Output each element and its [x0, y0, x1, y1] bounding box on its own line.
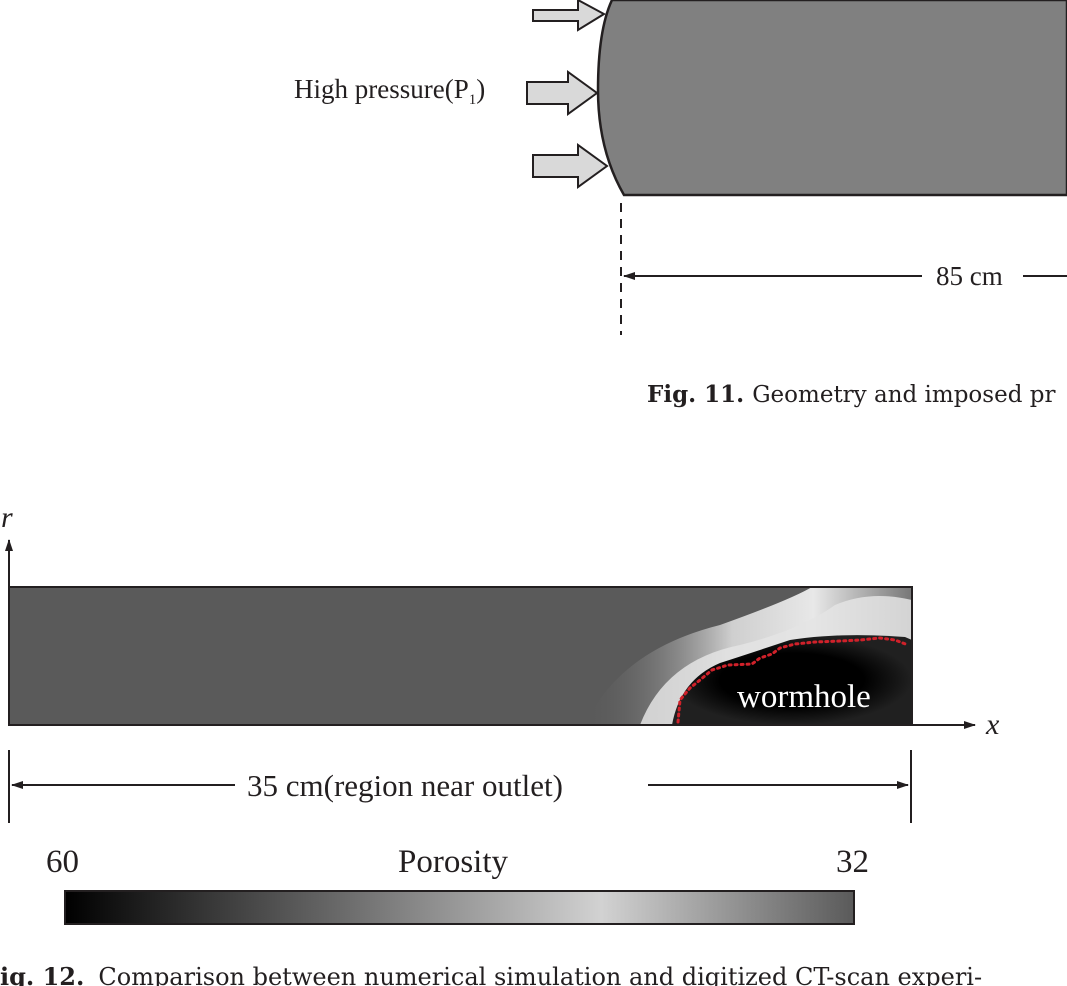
inlet-arrow-bottom	[532, 143, 609, 189]
wormhole-label: wormhole	[737, 679, 871, 715]
porosity-field	[9, 587, 912, 725]
fig11-caption: Fig. 11.Geometry and imposed pr	[647, 381, 1055, 408]
inlet-arrow-top	[532, 0, 607, 32]
inlet-arrow-middle	[526, 70, 599, 116]
colorbar-title: Porosity	[398, 844, 509, 880]
dimension-35cm-label: 35 cm(region near outlet)	[247, 768, 563, 803]
fig11-diagram: High pressure(P1) 85 cm Fig. 11.Geometry…	[294, 0, 1067, 408]
porosity-colorbar	[64, 890, 855, 925]
dimension-85cm-label: 85 cm	[936, 261, 1003, 291]
inlet-pressure-label: High pressure(P1)	[294, 74, 485, 108]
colorbar-max-label: 32	[836, 844, 869, 880]
colorbar-min-label: 60	[46, 844, 79, 880]
wormhole-region	[672, 635, 912, 725]
core-sample	[596, 0, 1067, 197]
x-axis-label: x	[985, 708, 1000, 741]
r-axis-label: r	[1, 501, 13, 534]
ct-scan-wormhole-trace	[676, 636, 910, 724]
fig12-caption: ig. 12.Comparison between numerical simu…	[0, 962, 982, 986]
fig12-diagram: r wormhole x 35 cm(region near outlet) 6…	[0, 501, 1000, 986]
